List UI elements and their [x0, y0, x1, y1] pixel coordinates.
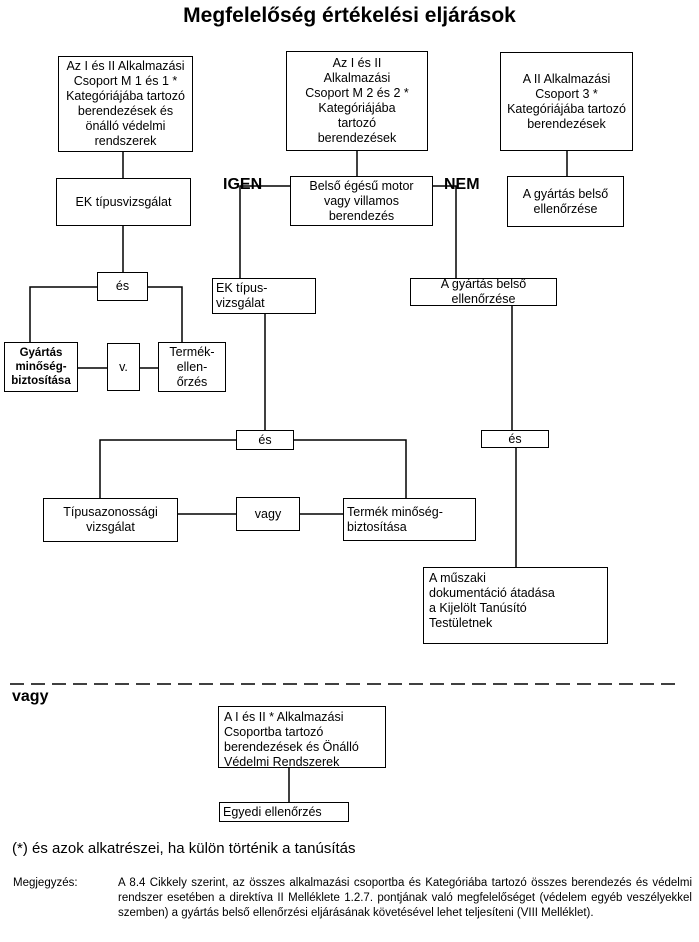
vagy-box: vagy — [236, 497, 300, 531]
product-check-box: Termék- ellen- őrzés — [158, 342, 226, 392]
vagy-section-label: vagy — [12, 688, 49, 705]
or-box-v: v. — [107, 343, 140, 391]
internal-control-mid-box: A gyártás belső ellenőrzése — [410, 277, 557, 306]
unit-verification-box: Egyedi ellenőrzés — [219, 802, 349, 822]
engine-question-box: Belső égésű motor vagy villamos berendez… — [290, 176, 433, 226]
ek-type-test-2-box: EK típus- vizsgálat — [212, 278, 316, 314]
production-qa-box: Gyártás minőség- biztosítása — [4, 342, 78, 392]
no-label: NEM — [444, 176, 480, 193]
note-label: Megjegyzés: — [13, 877, 78, 889]
es-box-3: és — [481, 430, 549, 448]
ek-type-test-box: EK típusvizsgálat — [56, 178, 191, 226]
note-text: A 8.4 Cikkely szerint, az összes alkalma… — [118, 877, 692, 919]
es-box-1: és — [97, 272, 148, 301]
technical-docs-box: A műszaki dokumentáció átadása a Kijelöl… — [423, 567, 608, 644]
group-all-box: A I és II * Alkalmazási Csoportba tartoz… — [218, 706, 386, 769]
type-conformity-box: Típusazonossági vizsgálat — [43, 498, 178, 542]
footnote: (*) és azok alkatrészei, ha külön történ… — [12, 840, 356, 857]
page-title: Megfelelőség értékelési eljárások — [183, 4, 516, 27]
yes-label: IGEN — [223, 176, 263, 193]
group-m2-box: Az I és II Alkalmazási Csoport M 2 és 2 … — [286, 51, 428, 151]
internal-control-right-box: A gyártás belső ellenőrzése — [507, 176, 624, 227]
group-3-box: A II Alkalmazási Csoport 3 * Kategóriájá… — [500, 52, 633, 151]
product-qa-box: Termék minőség- biztosítása — [343, 498, 476, 541]
es-box-2: és — [236, 430, 294, 450]
group-m1-box: Az I és II Alkalmazási Csoport M 1 és 1 … — [58, 56, 193, 152]
